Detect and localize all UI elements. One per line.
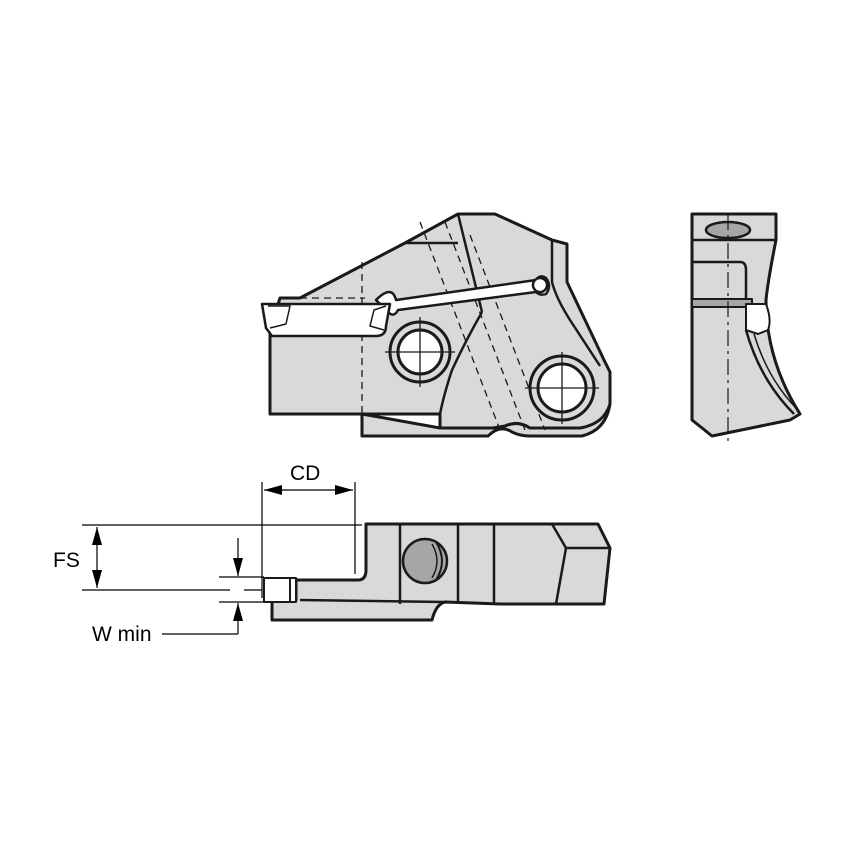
end-view-insert — [745, 303, 771, 335]
screw-right — [525, 352, 599, 424]
top-view — [263, 522, 612, 622]
cd-dimension-label: CD — [290, 462, 320, 485]
end-view — [690, 212, 802, 442]
coolant-outlet — [531, 276, 549, 294]
top-view-screw — [401, 537, 449, 585]
dimension-annotations — [82, 482, 362, 635]
top-view-insert — [263, 577, 297, 603]
end-view-band — [691, 298, 753, 308]
cutting-insert — [260, 302, 392, 338]
clamp-wedge — [438, 311, 484, 415]
coolant-channel — [374, 275, 551, 316]
holder-body — [268, 212, 612, 430]
fs-dimension-label: FS — [53, 549, 80, 572]
wmin-dimension-label: W min — [92, 623, 152, 646]
screw-left — [385, 317, 455, 387]
body-step-line — [550, 240, 602, 367]
side-view — [260, 212, 612, 438]
